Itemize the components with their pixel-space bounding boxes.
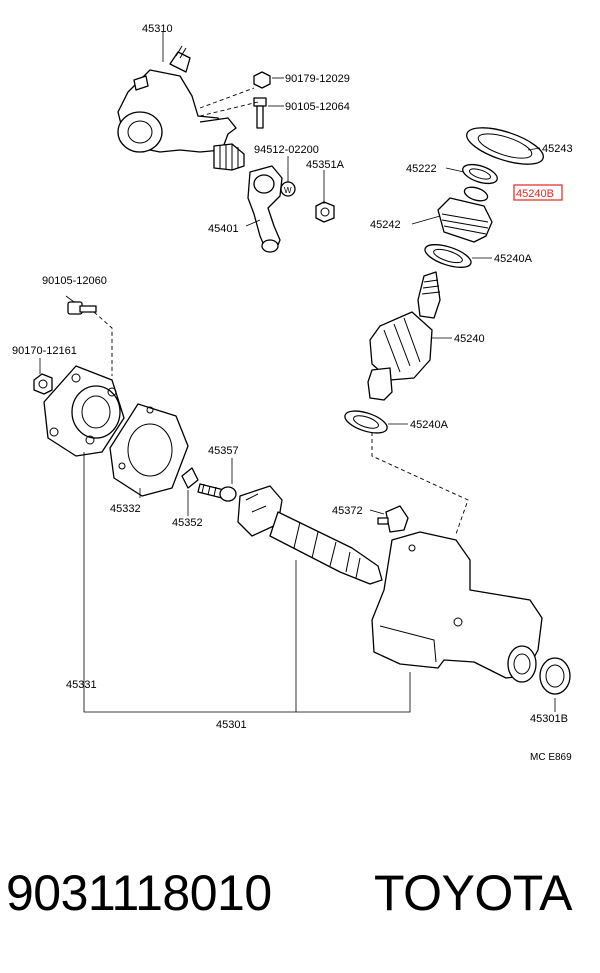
bearing-45240a-lower [344,410,388,434]
highlight-box-45240b [513,184,563,201]
label-45352: 45352 [172,517,203,529]
pitman-arm-45401 [247,165,283,253]
label-45357: 45357 [208,445,239,457]
label-45240b: 45240B [516,188,554,200]
nut-45351a [315,201,335,223]
label-45222: 45222 [406,163,437,175]
sector-shaft [237,485,383,585]
label-90105-12060: 90105-12060 [42,275,107,287]
label-45331: 45331 [66,679,97,691]
label-45301b: 45301B [530,713,568,725]
label-45242: 45242 [370,219,401,231]
label-45240a-upper: 45240A [494,253,533,265]
worm-bearing-cage-45242 [437,197,493,243]
nut-90170-12161 [33,373,53,395]
label-45240a-lower: 45240A [410,419,449,431]
worm-shaft-45240 [367,271,441,401]
gear-housing-45310 [117,45,245,171]
label-45372: 45372 [332,505,363,517]
footer: 9031118010 TOYOTA [0,860,600,940]
gasket-45332 [109,403,189,497]
label-45301: 45301 [216,719,247,731]
steering-gear-exploded-diagram: 45310 90179-12029 90105-12064 94512-0220… [12,23,573,763]
bearing-45240b [463,186,489,202]
adjusting-nut-45243 [466,127,544,165]
label-94512-02200: 94512-02200 [254,144,319,156]
label-90170-12161: 90170-12161 [12,345,77,357]
label-45243: 45243 [542,143,573,155]
oil-seal-45222 [462,163,498,185]
brand-name: TOYOTA [374,865,572,921]
part-number: 9031118010 [6,865,272,921]
label-washer-w: W [284,186,292,195]
nut-90179-12029 [253,71,271,89]
label-45310: 45310 [142,23,173,35]
seal-45301b [539,657,571,695]
adjusting-screw-45357 [197,483,237,502]
label-45240: 45240 [454,333,485,345]
bleeder-plug-45372 [377,505,409,533]
label-90105-12064: 90105-12064 [285,101,350,113]
gear-housing-45301 [371,531,543,683]
bolt-90105-12060 [67,301,97,315]
diagram-code: MC E869 [530,752,572,763]
bolt-90105-12064 [253,97,267,129]
label-90179-12029: 90179-12029 [285,73,350,85]
label-45332: 45332 [110,503,141,515]
label-45351a: 45351A [306,159,345,171]
bearing-45240a-upper [424,244,472,268]
end-cover-45331 [43,365,125,457]
label-45401: 45401 [208,223,239,235]
shim-45352 [181,467,199,489]
